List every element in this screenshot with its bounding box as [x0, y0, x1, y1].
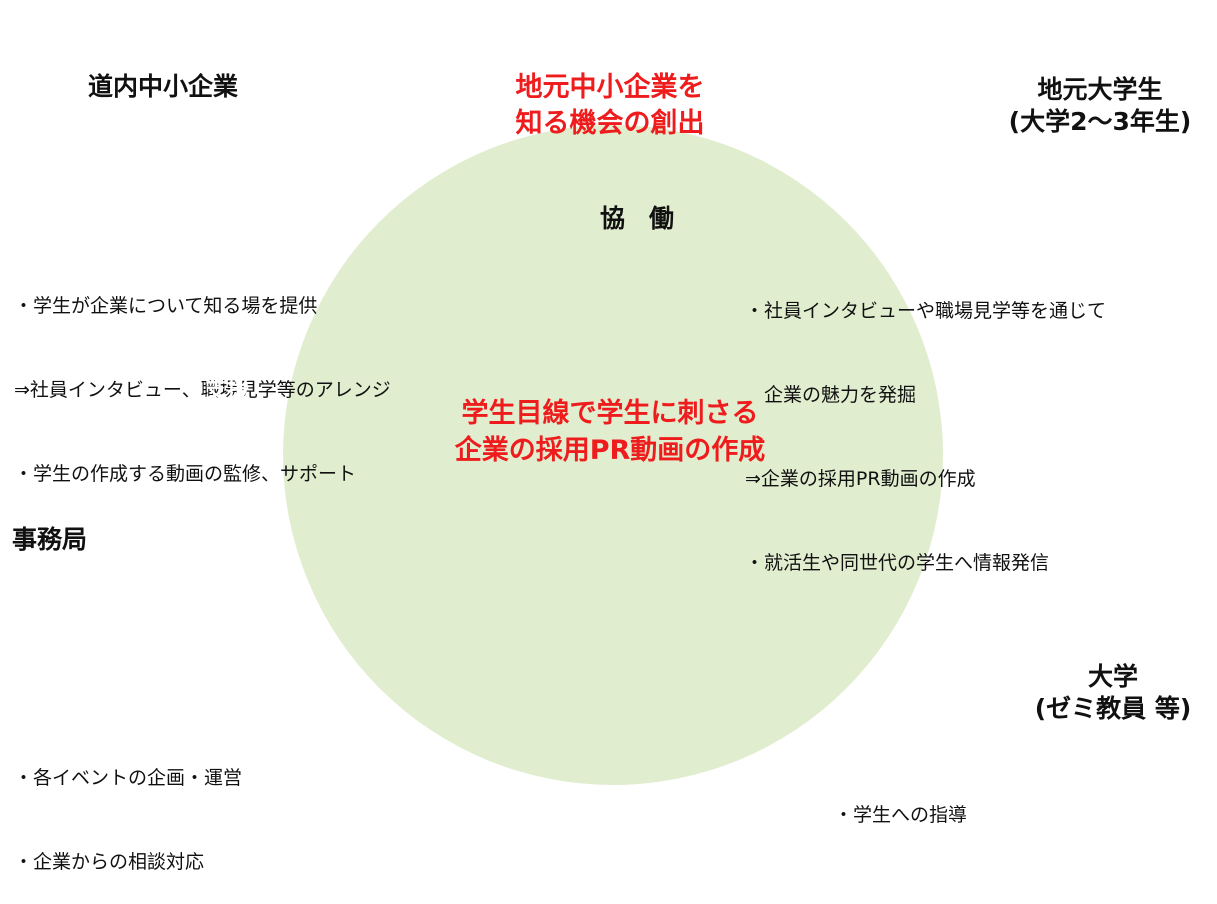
goal-line-1: 学生目線で学生に刺さる	[461, 398, 759, 429]
students-title: 地元大学生 (大学2～3年生)	[985, 74, 1215, 138]
students-title-line-1: 地元大学生	[1037, 75, 1163, 104]
university-title-line-1: 大学	[1087, 662, 1138, 691]
university-title: 大学 (ゼミ教員 等)	[1008, 661, 1217, 725]
students-line-1: ・社員インタビューや職場見学等を通じて	[745, 300, 1107, 322]
office-line-1: ・各イベントの企画・運営	[14, 767, 243, 789]
university-title-line-2: (ゼミ教員 等)	[1034, 694, 1192, 723]
goal-line-2: 企業の採用PR動画の作成	[454, 435, 766, 466]
headline: 地元中小企業を 知る機会の創出	[440, 70, 780, 142]
companies-line-1: ・学生が企業について知る場を提供	[14, 295, 318, 317]
headline-line-1: 地元中小企業を	[515, 72, 705, 103]
companies-title: 道内中小企業	[88, 72, 239, 101]
collaboration-label: 協働	[599, 204, 698, 233]
university-description: ・学生への指導	[834, 745, 967, 857]
office-description: ・各イベントの企画・運営 ・企業からの相談対応	[14, 708, 242, 904]
students-title-line-2: (大学2～3年生)	[1008, 107, 1192, 136]
headline-line-2: 知る機会の創出	[515, 108, 705, 139]
goal-text: 学生目線で学生に刺さる 企業の採用PR動画の作成	[395, 395, 825, 469]
support-label: 支援	[204, 378, 249, 403]
svg-text:M: M	[597, 532, 631, 572]
office-line-2: ・企業からの相談対応	[14, 851, 205, 873]
guidance-label: 指導	[952, 401, 997, 426]
university-line-1: ・学生への指導	[834, 804, 968, 826]
students-line-2: 企業の魅力を発掘	[745, 384, 917, 406]
office-title: 事務局	[12, 525, 88, 554]
